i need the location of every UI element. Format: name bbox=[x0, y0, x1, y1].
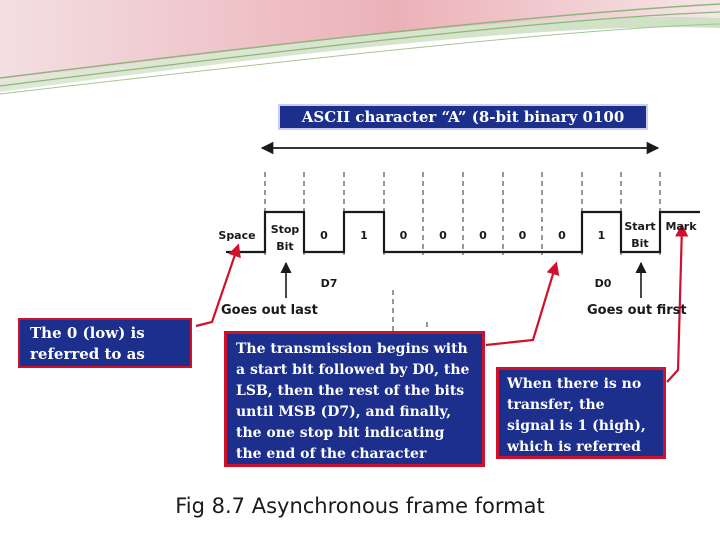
callout-space-text2: referred to as bbox=[30, 345, 145, 363]
signal-waveform bbox=[226, 210, 700, 254]
callout-mark-text: When there is no transfer, the signal is… bbox=[507, 376, 646, 476]
bit-value-4: 0 bbox=[439, 229, 447, 242]
label-d0: D0 bbox=[594, 277, 612, 290]
note-goes-out-last: Goes out last bbox=[221, 303, 318, 318]
callout-space-em: space bbox=[30, 366, 78, 384]
callout-mark: When there is no transfer, the signal is… bbox=[496, 367, 666, 476]
space-pointer-line bbox=[195, 243, 241, 328]
label-stop-line2: Bit bbox=[276, 240, 294, 253]
d0-pointer-line bbox=[485, 261, 560, 347]
bit-value-6: 0 bbox=[518, 229, 527, 242]
bit-value-8: 1 bbox=[597, 229, 606, 242]
callout-transmission: The transmission begins with a start bit… bbox=[224, 331, 485, 467]
label-start: Start Bit bbox=[619, 218, 661, 252]
callout-space: The 0 (low) is referred to as space bbox=[18, 318, 192, 384]
bit-value-5: 0 bbox=[479, 229, 487, 242]
label-start-line1: Start bbox=[624, 220, 656, 233]
bit-value-1: 0 bbox=[320, 229, 328, 242]
frame-title: ASCII character “A” (8-bit binary 0100 0… bbox=[278, 104, 648, 148]
note-goes-out-first: Goes out first bbox=[587, 303, 687, 318]
label-d7: D7 bbox=[320, 277, 338, 290]
mark-pointer-line bbox=[666, 223, 689, 383]
label-stop-line1: Stop bbox=[270, 223, 300, 236]
callout-space-text: The 0 (low) is bbox=[30, 324, 145, 342]
label-stop: Stop Bit bbox=[264, 221, 306, 255]
figure-caption: Fig 8.7 Asynchronous frame format bbox=[175, 494, 545, 518]
bit-value-3: 0 bbox=[399, 229, 408, 242]
label-mark: Mark bbox=[665, 220, 697, 233]
bit-value-2: 1 bbox=[360, 229, 368, 242]
label-start-line2: Bit bbox=[631, 237, 649, 250]
callout-mark-em: mark bbox=[549, 460, 591, 476]
callout-transmission-text: The transmission begins with a start bit… bbox=[236, 341, 470, 462]
bit-value-7: 0 bbox=[558, 229, 566, 242]
label-space: Space bbox=[218, 229, 256, 242]
header-swoosh bbox=[0, 0, 720, 95]
